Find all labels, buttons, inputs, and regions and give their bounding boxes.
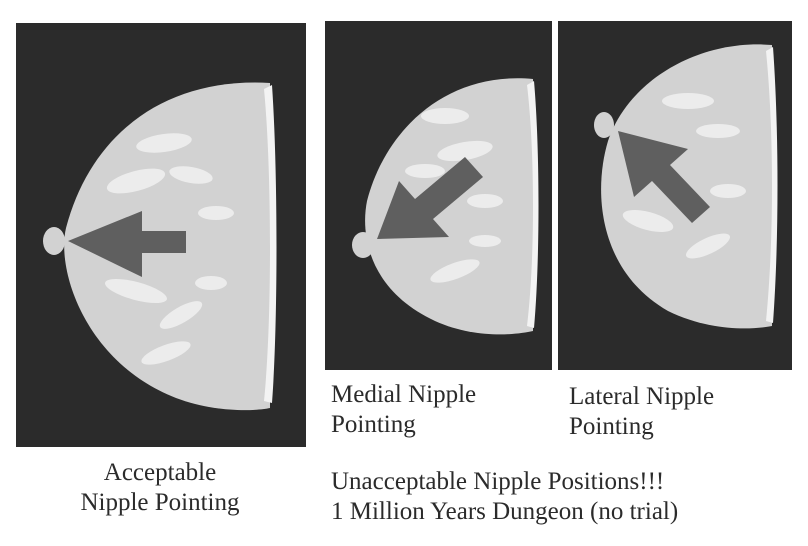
medial-caption: Medial Nipple Pointing (331, 380, 476, 440)
breast-rim (264, 85, 277, 403)
nipple (43, 227, 65, 255)
lateral-caption: Lateral Nipple Pointing (569, 382, 714, 442)
medial-caption-line1: Medial Nipple (331, 381, 477, 408)
unacceptable-caption-line2: 1 Million Years Dungeon (no trial) (331, 498, 679, 525)
lateral-panel (558, 21, 792, 370)
tissue-patterns (405, 108, 503, 283)
acceptable-caption: Acceptable Nipple Pointing (30, 458, 290, 518)
acceptable-caption-line2: Nipple Pointing (80, 489, 240, 516)
tissue-patterns (622, 93, 746, 259)
arrow-lateral (618, 131, 710, 223)
lateral-caption-line1: Lateral Nipple (569, 383, 715, 410)
tissue-patterns (105, 133, 234, 365)
breast-rim (527, 81, 539, 328)
acceptable-panel (16, 23, 306, 447)
medial-caption-line2: Pointing (331, 411, 416, 438)
breast-silhouette (365, 78, 533, 335)
lateral-caption-line2: Pointing (569, 413, 654, 440)
acceptable-mammogram (16, 23, 306, 447)
lateral-mammogram (558, 21, 792, 370)
acceptable-caption-line1: Acceptable (103, 459, 217, 486)
unacceptable-caption-line1: Unacceptable Nipple Positions!!! (331, 468, 665, 495)
breast-rim (766, 47, 778, 323)
medial-mammogram (325, 21, 552, 370)
medial-panel (325, 21, 552, 370)
nipple (594, 112, 614, 138)
arrow-medial (377, 157, 483, 239)
arrow-acceptable (68, 211, 186, 277)
nipple (352, 232, 374, 258)
unacceptable-caption: Unacceptable Nipple Positions!!! 1 Milli… (331, 467, 678, 527)
